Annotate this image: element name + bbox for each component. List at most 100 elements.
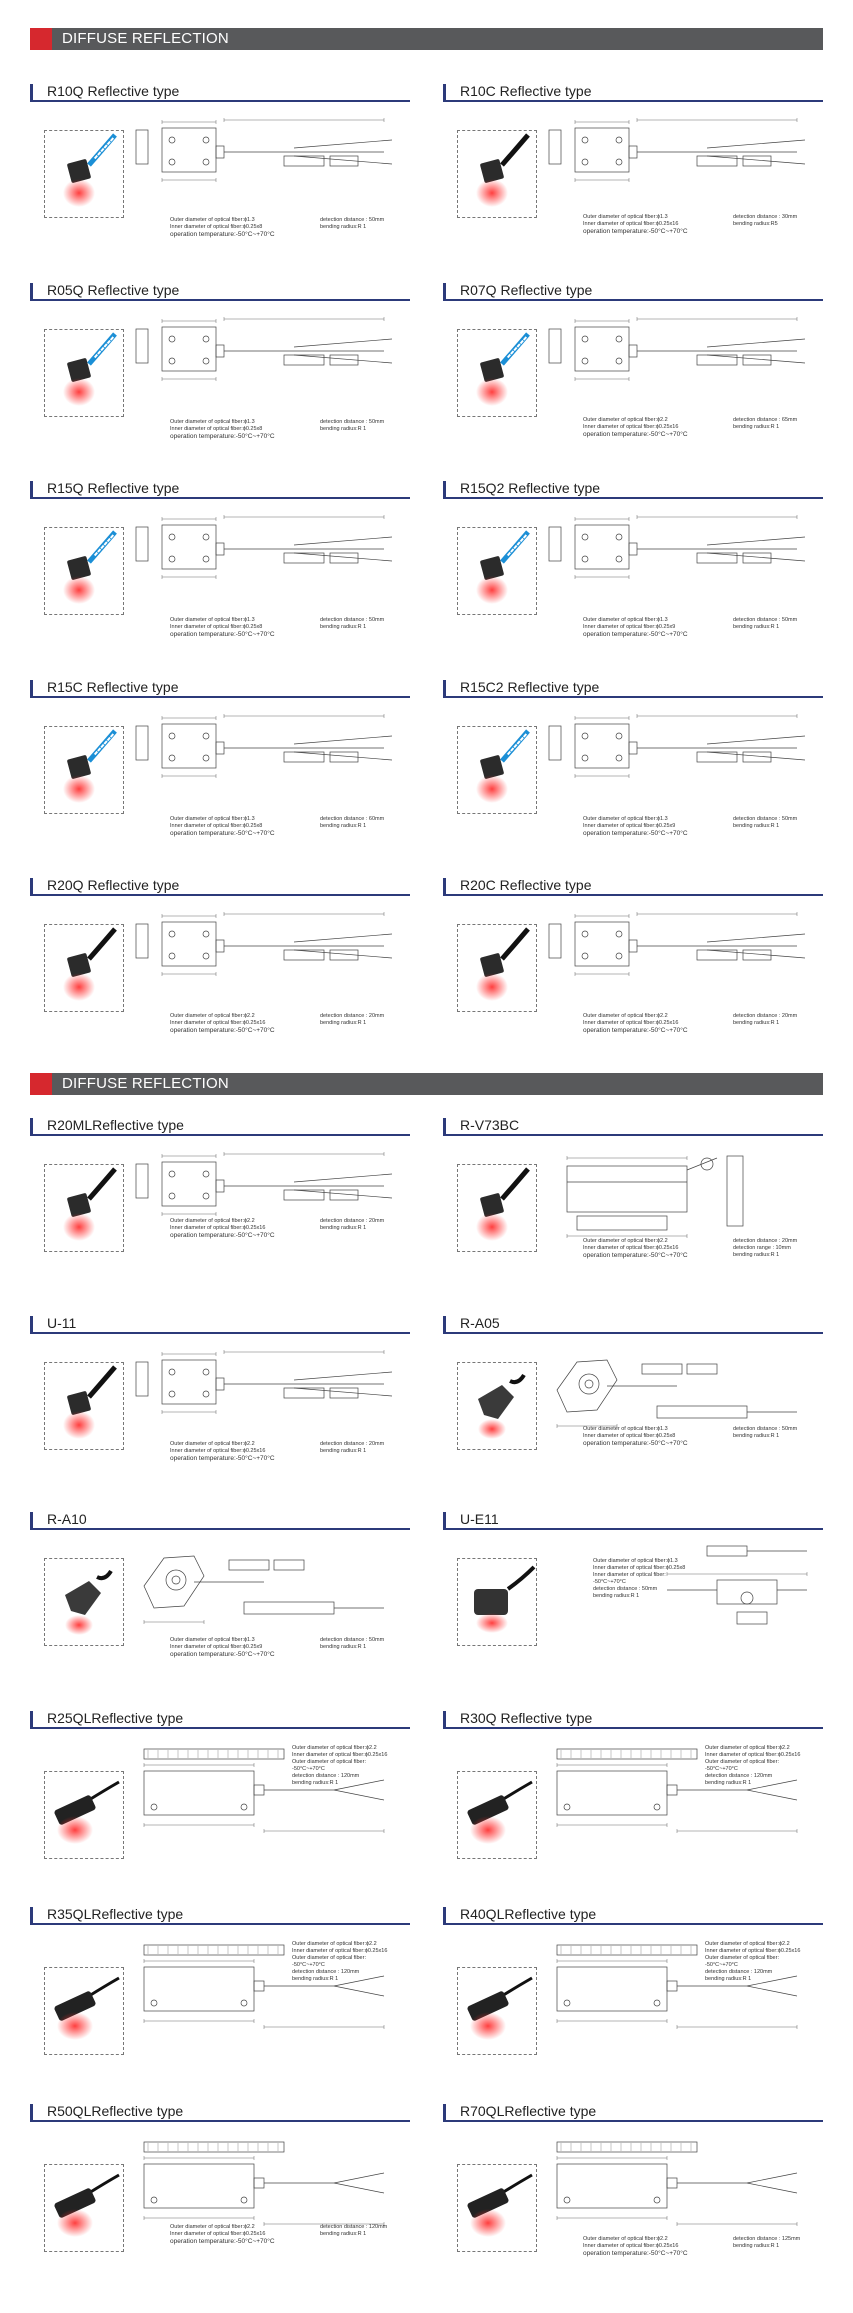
spec-line: operation temperature:-50°C~+70°C [170,1651,275,1658]
dimension-drawing [143,2141,385,2226]
spec-line: Inner diameter of optical fiber:ϕ0.25x16 [170,1020,266,1026]
spec-line: detection distance : 120mm [292,1773,360,1779]
note-line: detection distance : 50mm [733,816,798,822]
product-photo-illustration [467,1976,533,2040]
technical-drawing [547,317,817,412]
section-banner: DIFFUSE REFLECTION [30,28,823,50]
note-line: detection distance : 20mm [733,1238,798,1244]
product-photo-illustration [63,927,117,1001]
product-photo [457,726,537,814]
product-photo-illustration [467,2173,533,2237]
spec-line: Inner diameter of optical fiber:ϕ0.25x8 [170,624,263,630]
product-title: R20Q Reflective type [30,878,410,896]
spec-line: Outer diameter of optical fiber:ϕ2.2 [583,2236,668,2242]
spec-line: operation temperature:-50°C~+70°C [170,830,275,837]
dimension-drawing [143,1748,385,1833]
product-title: R70QLReflective type [443,2104,823,2122]
product-title: R10Q Reflective type [30,84,410,102]
spec-line: Inner diameter of optical fiber: [593,1572,666,1578]
spec-line: Outer diameter of optical fiber:ϕ1.3 [583,1426,668,1432]
product-photo [457,1164,537,1252]
technical-drawing [134,1745,404,1840]
spec-line: operation temperature:-50°C~+70°C [170,2238,275,2245]
product-title: R10C Reflective type [443,84,823,102]
product-title: R07Q Reflective type [443,283,823,301]
product-photo [457,1558,537,1646]
spec-line: Outer diameter of optical fiber:ϕ1.3 [170,419,255,425]
spec-line: operation temperature:-50°C~+70°C [170,1232,275,1239]
spec-line: Inner diameter of optical fiber:ϕ0.25x16 [583,1020,679,1026]
spec-line: Outer diameter of optical fiber:ϕ1.3 [583,816,668,822]
spec-line: Inner diameter of optical fiber:ϕ0.25x8 [593,1565,686,1571]
dimension-drawing [556,1944,798,2029]
technical-drawing [134,912,404,1007]
product-photo-illustration [467,1780,533,1844]
product-photo [44,130,124,218]
spec-line: Inner diameter of optical fiber:ϕ0.25x16 [170,1225,266,1231]
spec-line: Inner diameter of optical fiber:ϕ0.25x16 [583,1245,679,1251]
note-line: bending radius:R 1 [320,224,367,230]
spec-line: Inner diameter of optical fiber:ϕ0.25x16 [583,221,679,227]
spec-line: -50°C~+70°C [705,1766,738,1772]
spec-line: detection distance : 120mm [705,1969,773,1975]
spec-line: operation temperature:-50°C~+70°C [583,431,688,438]
spec-line: operation temperature:-50°C~+70°C [170,631,275,638]
spec-line: detection distance : 50mm [593,1586,658,1592]
note-line: bending radius:R 1 [320,1448,367,1454]
note-line: detection distance : 50mm [733,617,798,623]
spec-line: Outer diameter of optical fiber:ϕ2.2 [705,1745,790,1751]
product-title: R05Q Reflective type [30,283,410,301]
product-photo-illustration [476,530,530,604]
note-line: bending radius:R 1 [320,426,367,432]
note-line: bending radius:R 1 [320,624,367,630]
note-line: detection distance : 65mm [733,417,798,423]
banner-title: DIFFUSE REFLECTION [62,1075,229,1092]
product-photo [44,329,124,417]
note-line: detection distance : 60mm [320,816,385,822]
note-line: bending radius:R 1 [320,2231,367,2237]
spec-line: -50°C~+70°C [705,1962,738,1968]
spec-line: Outer diameter of optical fiber:ϕ2.2 [170,1013,255,1019]
technical-drawing [547,1152,817,1247]
technical-drawing [134,1350,404,1445]
spec-line: Outer diameter of optical fiber:ϕ1.3 [583,214,668,220]
product-title: R50QLReflective type [30,2104,410,2122]
note-line: bending radius:R 1 [733,2243,780,2249]
technical-drawing [547,912,817,1007]
note-line: detection distance : 20mm [320,1218,385,1224]
product-photo-illustration [476,1167,530,1241]
product-title: R30Q Reflective type [443,1711,823,1729]
spec-line: Inner diameter of optical fiber:ϕ0.25x16 [705,1948,801,1954]
dimension-drawing [548,515,806,579]
spec-line: operation temperature:-50°C~+70°C [583,1027,688,1034]
spec-line: Inner diameter of optical fiber:ϕ0.25x9 [583,624,676,630]
note-line: bending radius:R 1 [320,1225,367,1231]
note-line: bending radius:R 1 [733,424,780,430]
note-line: detection distance : 50mm [320,1637,385,1643]
note-line: bending radius:R5 [733,221,778,227]
spec-line: operation temperature:-50°C~+70°C [583,2250,688,2257]
spec-line: Outer diameter of optical fiber:ϕ1.3 [170,217,255,223]
note-line: bending radius:R 1 [320,823,367,829]
product-title: R15Q Reflective type [30,481,410,499]
